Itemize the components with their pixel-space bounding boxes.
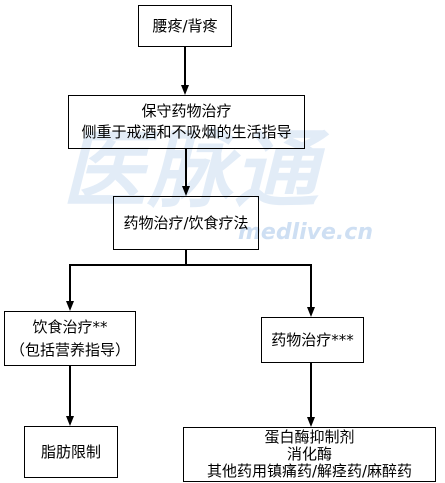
node-diet-therapy: 饮食治疗** （包括营养指导） bbox=[4, 311, 136, 366]
node-text-line: 药物治疗*** bbox=[271, 330, 354, 349]
arrowhead-to-medications bbox=[307, 417, 315, 427]
node-text-line: （包括营养指导） bbox=[9, 340, 130, 359]
node-text-line: 蛋白酶抑制剂 bbox=[264, 428, 355, 446]
node-text-line: 保守药物治疗 bbox=[141, 102, 232, 120]
node-drug-therapy: 药物治疗*** bbox=[261, 317, 364, 363]
arrowhead-to-conservative bbox=[181, 85, 189, 95]
node-conservative-therapy: 保守药物治疗 侧重于戒酒和不吸烟的生活指导 bbox=[68, 95, 305, 149]
node-text-line: 饮食治疗** bbox=[32, 317, 108, 336]
watermark-site: medlive.cn bbox=[238, 220, 373, 245]
node-text-line: 其他药用镇痛药/解痉药/麻醉药 bbox=[206, 462, 413, 480]
node-text-line: 腰疼/背疼 bbox=[152, 16, 218, 35]
watermark-brand: 医脉通 bbox=[62, 121, 321, 219]
node-text-line: 侧重于戒酒和不吸烟的生活指导 bbox=[81, 123, 292, 141]
node-text-line: 药物治疗/饮食疗法 bbox=[123, 213, 249, 232]
node-drug-diet-therapy: 药物治疗/饮食疗法 bbox=[113, 196, 259, 250]
arrowhead-to-drugdiet bbox=[182, 186, 190, 196]
node-back-pain: 腰疼/背疼 bbox=[138, 5, 232, 47]
node-text-line: 脂肪限制 bbox=[40, 442, 101, 461]
node-text-line: 消化酶 bbox=[286, 445, 332, 463]
node-fat-restriction: 脂肪限制 bbox=[24, 426, 118, 478]
node-medications: 蛋白酶抑制剂 消化酶 其他药用镇痛药/解痉药/麻醉药 bbox=[183, 427, 436, 482]
arrowhead-to-diet bbox=[66, 301, 74, 311]
arrowhead-to-drug bbox=[307, 307, 315, 317]
arrowhead-to-fat bbox=[66, 416, 74, 426]
